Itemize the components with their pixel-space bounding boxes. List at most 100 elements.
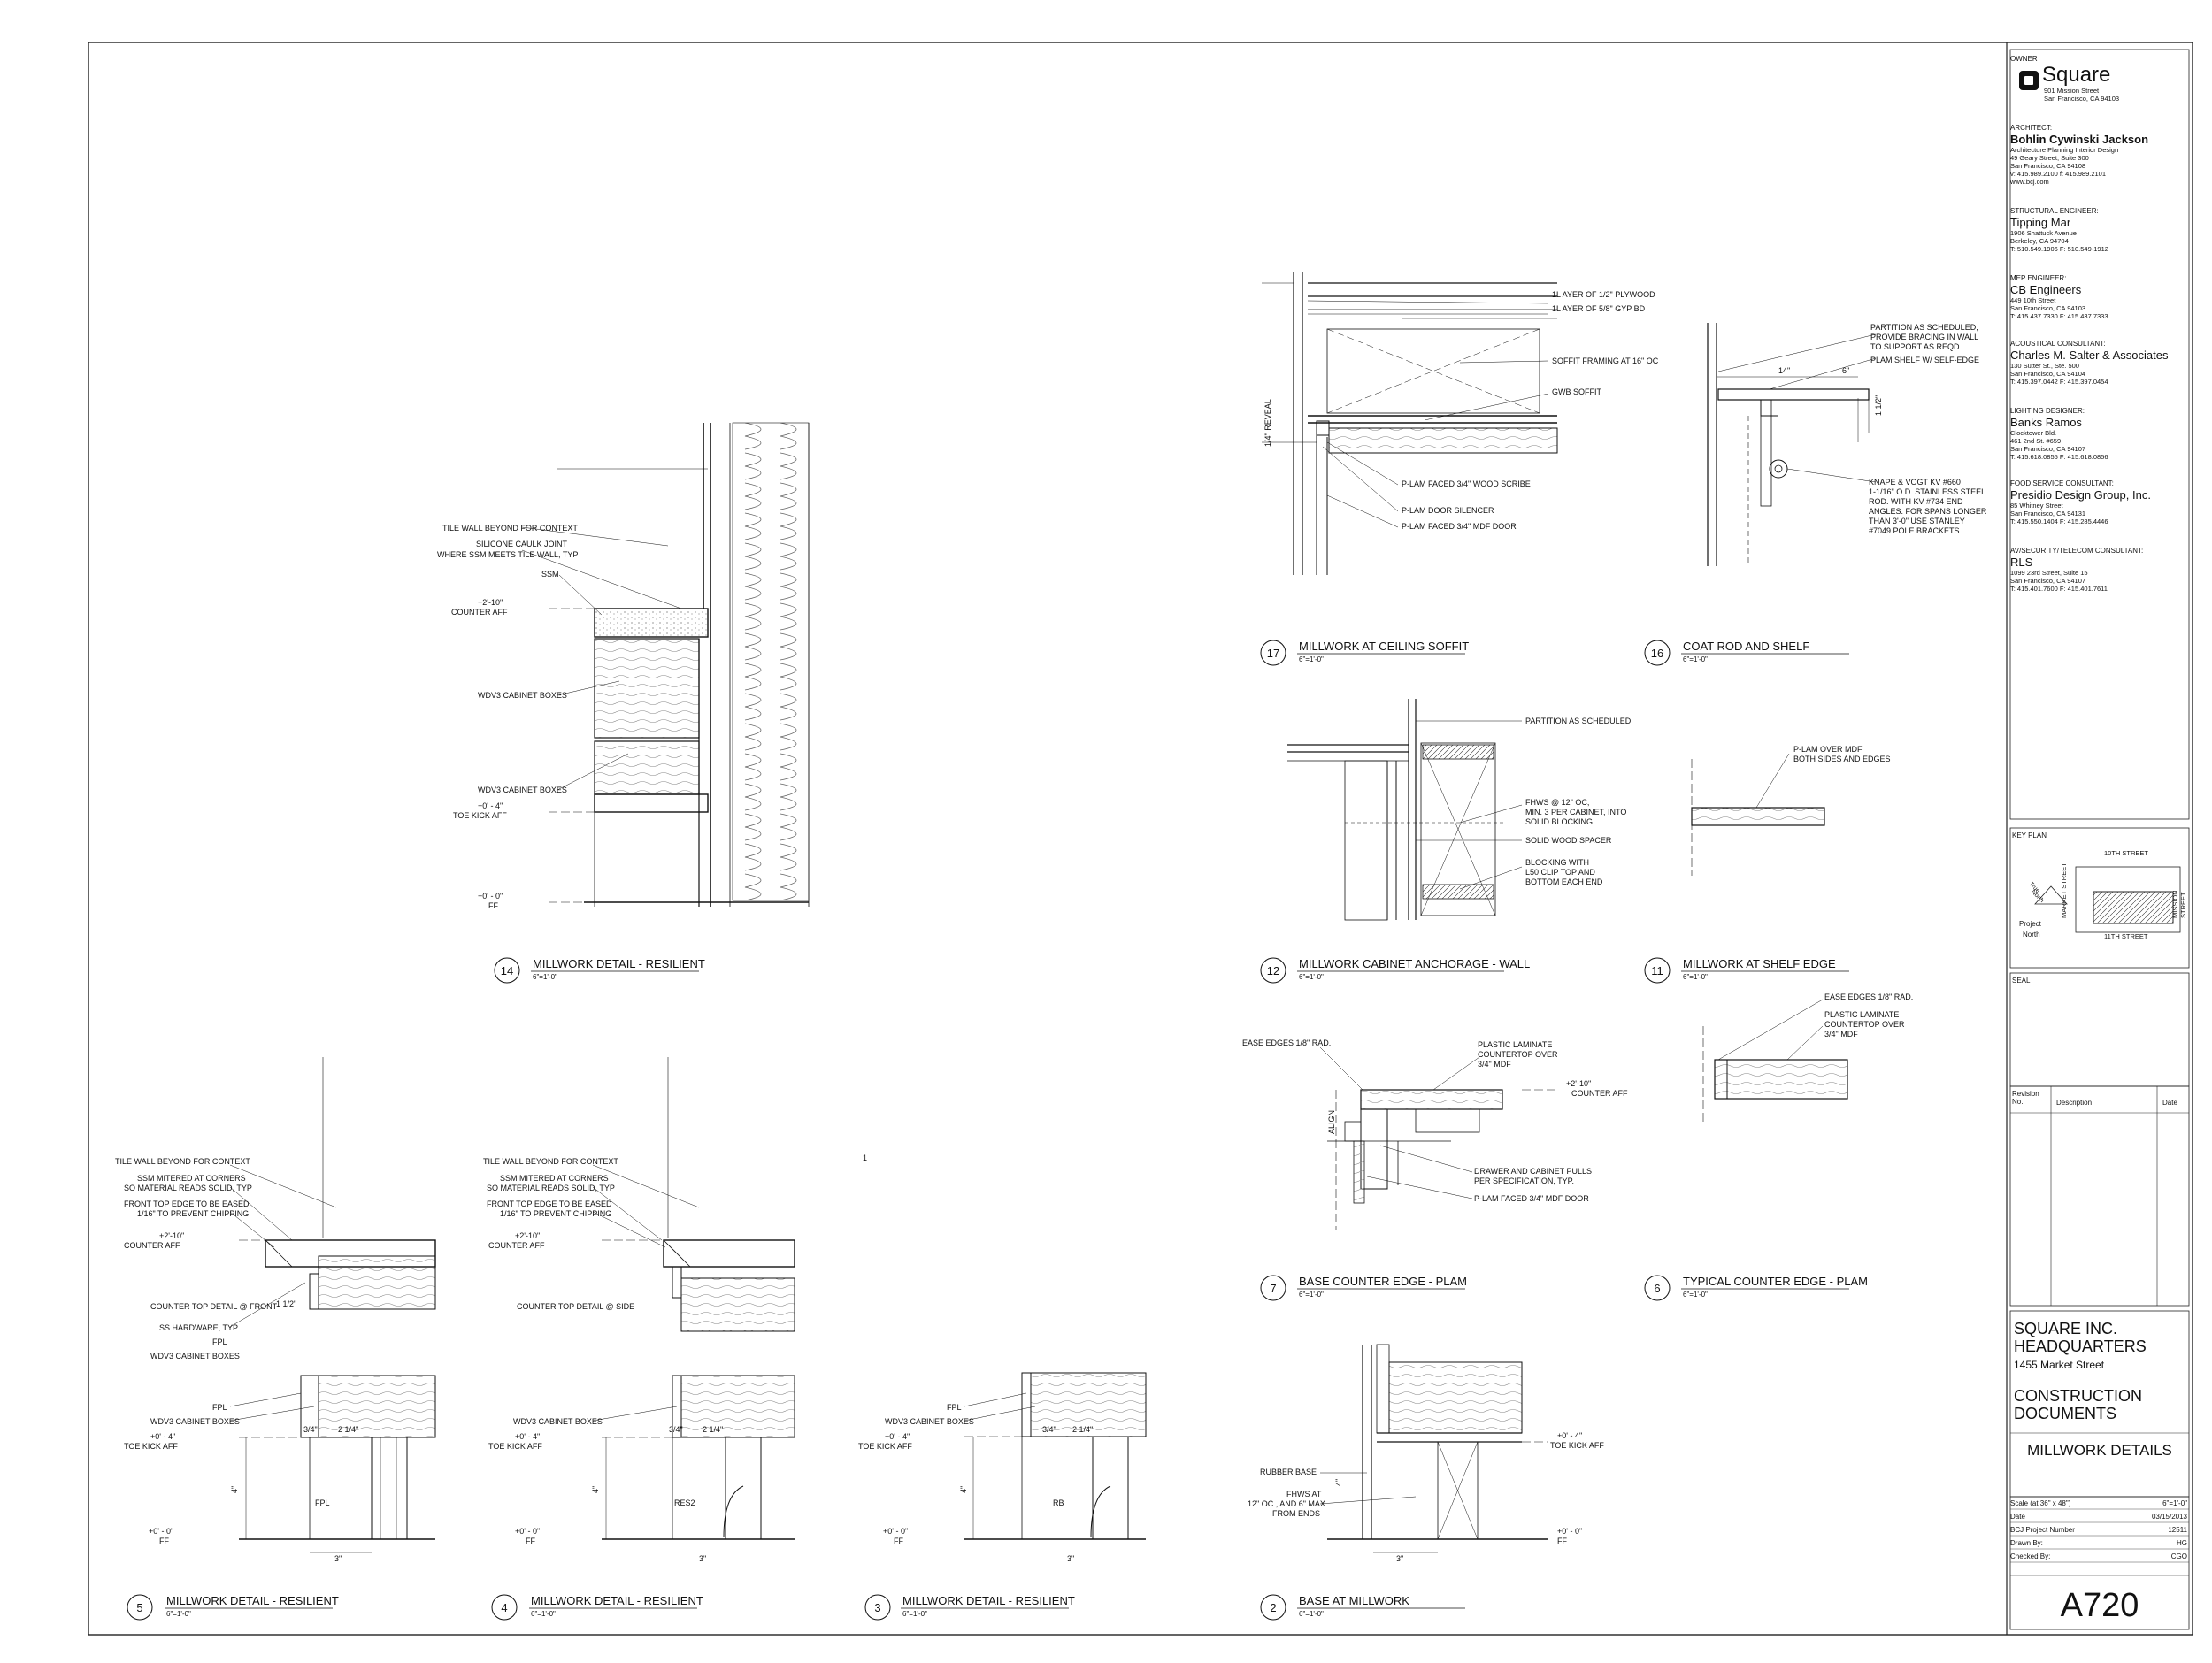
detail-number: 17 xyxy=(1267,647,1279,660)
detail-scale: 6"=1'-0" xyxy=(1299,1610,1324,1618)
note: GWB SOFFIT xyxy=(1552,387,1601,396)
consultant-line: T: 415.550.1404 F: 415.285.4446 xyxy=(2010,517,2108,525)
note: 1/16" TO PREVENT CHIPPING xyxy=(137,1209,249,1218)
note: FRONT TOP EDGE TO BE EASED xyxy=(487,1199,612,1208)
note: FPL xyxy=(212,1403,227,1412)
project-name: HEADQUARTERS xyxy=(2014,1337,2147,1355)
consultant-role: MEP ENGINEER: xyxy=(2010,274,2067,282)
detail-title: TYPICAL COUNTER EDGE - PLAM xyxy=(1683,1275,1868,1288)
elevation-label: FF xyxy=(488,901,498,910)
consultant-line: San Francisco, CA 94104 xyxy=(2010,370,2086,378)
consultant-name: Bohlin Cywinski Jackson xyxy=(2010,133,2149,146)
dimension: 4" xyxy=(591,1486,600,1493)
note: #7049 POLE BRACKETS xyxy=(1869,526,1960,535)
note: WDV3 CABINET BOXES xyxy=(150,1417,240,1426)
detail-number: 14 xyxy=(501,964,513,977)
elevation-label: +0' - 0" xyxy=(478,892,503,900)
detail-12-callout: 12 MILLWORK CABINET ANCHORAGE - WALL 6"=… xyxy=(1260,957,1530,984)
info-key: Drawn By: xyxy=(2010,1539,2043,1547)
note: BLOCKING WITH xyxy=(1525,858,1589,867)
detail-title: BASE COUNTER EDGE - PLAM xyxy=(1299,1275,1467,1288)
info-value: CGO xyxy=(2170,1552,2187,1560)
consultant-name: Tipping Mar xyxy=(2010,216,2071,229)
detail-5-drawing xyxy=(229,1057,436,1553)
detail-6-drawing xyxy=(1702,999,1848,1123)
consultant-role: STRUCTURAL ENGINEER: xyxy=(2010,207,2099,215)
consultant-role: AV/SECURITY/TELECOM CONSULTANT: xyxy=(2010,547,2144,555)
street-label: MISSION STREET xyxy=(2171,890,2187,918)
info-key: Scale (at 36" x 48") xyxy=(2010,1499,2071,1507)
detail-scale: 6"=1'-0" xyxy=(1683,973,1708,981)
detail-scale: 6"=1'-0" xyxy=(1299,973,1324,981)
revision-description-header: Description xyxy=(2056,1099,2093,1107)
note: TILE WALL BEYOND FOR CONTEXT xyxy=(483,1157,618,1166)
note: FPL xyxy=(212,1337,227,1346)
note: FPL xyxy=(947,1403,962,1412)
note: FROM ENDS xyxy=(1272,1509,1320,1518)
note: BOTTOM EACH END xyxy=(1525,877,1603,886)
consultant-line: San Francisco, CA 94107 xyxy=(2010,445,2086,453)
detail-number: 5 xyxy=(136,1601,142,1614)
detail-17-drawing xyxy=(1262,272,1558,575)
info-key: Checked By: xyxy=(2010,1552,2051,1560)
detail-12-drawing xyxy=(1287,699,1523,921)
dimension: 3" xyxy=(1396,1554,1403,1563)
note: SOLID BLOCKING xyxy=(1525,817,1593,826)
note: P-LAM FACED 3/4" MDF DOOR xyxy=(1402,522,1517,531)
elevation-label: COUNTER AFF xyxy=(1571,1089,1628,1098)
elevation-label: +0' - 0" xyxy=(1557,1527,1582,1536)
street-label: 11TH STREET xyxy=(2104,932,2148,940)
detail-3-callout: 3 MILLWORK DETAIL - RESILIENT 6"=1'-0" xyxy=(864,1594,1075,1621)
note: SO MATERIAL READS SOLID, TYP xyxy=(487,1184,615,1192)
owner-address: San Francisco, CA 94103 xyxy=(2044,95,2120,103)
sheet-title: MILLWORK DETAILS xyxy=(2027,1442,2172,1459)
dimension: 3" xyxy=(1067,1554,1074,1563)
seal-label: SEAL xyxy=(2012,977,2031,985)
detail-scale: 6"=1'-0" xyxy=(1683,1291,1708,1299)
note: 1-1/16" O.D. STAINLESS STEEL xyxy=(1869,487,1985,496)
dimension: 2 1/4" xyxy=(1072,1425,1093,1434)
elevation-label: TOE KICK AFF xyxy=(453,811,507,820)
consultant-line: San Francisco, CA 94103 xyxy=(2010,304,2086,312)
consultant-architect: ARCHITECT: Bohlin Cywinski Jackson Archi… xyxy=(2010,124,2148,186)
elevation-label: +0' - 0" xyxy=(883,1527,908,1536)
consultant-line: T: 415.401.7600 F: 415.401.7611 xyxy=(2010,585,2108,593)
note: PLASTIC LAMINATE xyxy=(1478,1040,1552,1049)
note: SSM MITERED AT CORNERS xyxy=(137,1174,246,1183)
north-arrow-label: Project xyxy=(2019,920,2041,928)
detail-scale: 6"=1'-0" xyxy=(902,1610,927,1618)
sheet-border xyxy=(88,42,2193,1636)
note: RB xyxy=(1053,1498,1064,1507)
detail-11-callout: 11 MILLWORK AT SHELF EDGE 6"=1'-0" xyxy=(1644,957,1849,984)
title-block-frames xyxy=(2009,49,2190,1630)
detail-scale: 6"=1'-0" xyxy=(1299,655,1324,663)
dimension: 1 1/2" xyxy=(276,1299,296,1308)
detail-scale: 6"=1'-0" xyxy=(166,1610,191,1618)
detail-14-drawing xyxy=(521,422,810,907)
note: KNAPE & VOGT KV #660 xyxy=(1869,478,1961,487)
consultant-line: Clocktower Bld. xyxy=(2010,429,2057,437)
detail-title: BASE AT MILLWORK xyxy=(1299,1594,1409,1607)
consultant-line: T: 415.618.0855 F: 415.618.0856 xyxy=(2010,453,2108,461)
note: TILE WALL BEYOND FOR CONTEXT xyxy=(115,1157,250,1166)
project-phase: DOCUMENTS xyxy=(2014,1405,2116,1422)
note: 1/16" TO PREVENT CHIPPING xyxy=(500,1209,611,1218)
elevation-label: TOE KICK AFF xyxy=(858,1442,912,1451)
note: DRAWER AND CABINET PULLS xyxy=(1474,1167,1592,1176)
revision-header: Revision No. xyxy=(2012,1090,2039,1106)
info-value: 03/15/2013 xyxy=(2151,1513,2187,1521)
info-row-scale: Scale (at 36" x 48")6"=1'-0" xyxy=(2010,1499,2187,1507)
consultant-line: 461 2nd St. #659 xyxy=(2010,437,2062,445)
note: 1/4" REVEAL xyxy=(1263,399,1272,447)
note: P-LAM FACED 3/4" WOOD SCRIBE xyxy=(1402,479,1531,488)
detail-title: MILLWORK DETAIL - RESILIENT xyxy=(166,1594,339,1607)
elevation-label: +0' - 4" xyxy=(1557,1431,1582,1440)
elevation-label: +2'-10" xyxy=(478,598,503,607)
note: FHWS @ 12" OC, xyxy=(1525,798,1589,807)
elevation-label: +2'-10" xyxy=(1566,1079,1591,1088)
info-row-checked-by: Checked By: CGO xyxy=(2010,1552,2187,1560)
detail-4-drawing xyxy=(592,1057,795,1540)
revision-date-header: Date xyxy=(2162,1099,2177,1107)
note: THAN 3'-0" USE STANLEY xyxy=(1869,517,1965,525)
